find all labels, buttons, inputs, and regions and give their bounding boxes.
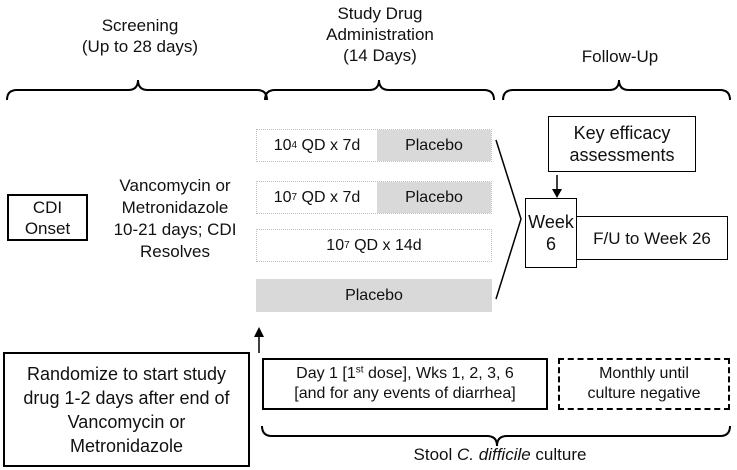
efficacy-arrow-head <box>552 189 562 198</box>
follow-up-week26-box: F/U to Week 26 <box>576 216 728 260</box>
arm-4: Placebo <box>256 279 492 312</box>
follow-up-header: Follow-Up <box>540 46 700 67</box>
randomize-line4: Metronidazole <box>69 435 184 456</box>
cdi-onset-line2: Onset <box>24 218 71 238</box>
randomize-line2: drug 1-2 days after end of <box>23 387 230 408</box>
culture-schedule-line1: Day 1 [1st dose], Wks 1, 2, 3, 6 <box>296 364 514 382</box>
screening-header: Screening (Up to 28 days) <box>40 15 240 57</box>
screening-brace <box>6 79 268 101</box>
cdi-onset-box: CDI Onset <box>7 194 88 241</box>
arm-2-placebo: Placebo <box>377 182 491 213</box>
treatment-line4: Resolves <box>140 242 210 261</box>
randomize-arrow-head <box>254 327 264 337</box>
follow-up-week26-label: F/U to Week 26 <box>593 228 711 248</box>
study-drug-title: Study Drug <box>337 4 423 23</box>
arm-4-placebo: Placebo <box>345 286 403 304</box>
screening-title: Screening <box>101 16 179 35</box>
week-6-line2: 6 <box>545 234 556 254</box>
randomize-box: Randomize to start study drug 1-2 days a… <box>3 352 250 467</box>
efficacy-line1: Key efficacy <box>573 123 671 143</box>
treatment-line2: Metronidazole <box>121 198 229 217</box>
week-6-box: Week 6 <box>525 198 577 268</box>
culture-schedule-line2: [and for any events of diarrhea] <box>294 385 516 402</box>
screening-duration: (Up to 28 days) <box>81 37 199 56</box>
efficacy-line2: assessments <box>569 145 675 165</box>
treatment-line3: 10-21 days; CDI <box>113 220 237 239</box>
week-6-line1: Week <box>528 212 574 232</box>
randomize-line1: Randomize to start study <box>26 363 227 384</box>
efficacy-assessments-box: Key efficacy assessments <box>548 116 696 172</box>
cdi-onset-line1: CDI <box>32 197 63 217</box>
study-drug-header: Study Drug Administration (14 Days) <box>290 3 470 66</box>
study-drug-subtitle: Administration <box>326 25 434 44</box>
randomize-line3: Vancomycin or <box>67 411 186 432</box>
monthly-line1: Monthly until <box>599 365 689 382</box>
stool-culture-brace <box>261 425 731 447</box>
follow-up-brace <box>502 79 731 101</box>
treatment-text: Vancomycin or Metronidazole 10-21 days; … <box>100 175 250 263</box>
monthly-line2: culture negative <box>587 385 701 402</box>
follow-up-title: Follow-Up <box>581 47 659 66</box>
monthly-culture-box: Monthly until culture negative <box>558 358 730 410</box>
stool-culture-label: Stool C. difficile culture <box>413 445 587 464</box>
study-drug-duration: (14 Days) <box>343 46 417 65</box>
study-drug-brace <box>264 79 495 101</box>
treatment-line1: Vancomycin or <box>119 176 231 195</box>
arm-1-placebo: Placebo <box>377 130 491 161</box>
culture-schedule-box: Day 1 [1st dose], Wks 1, 2, 3, 6 [and fo… <box>262 358 548 410</box>
converge-chevron <box>495 139 522 300</box>
